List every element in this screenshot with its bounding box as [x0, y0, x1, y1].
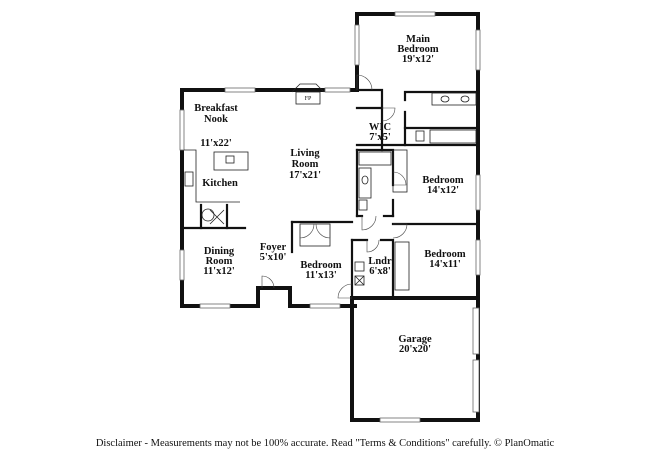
window	[179, 109, 185, 151]
window	[475, 29, 481, 71]
window	[179, 249, 185, 281]
living-room-dims: 17'x21'	[289, 170, 321, 181]
dining-room-label: Dining	[204, 246, 235, 257]
laundry-dims: 6'x8'	[369, 266, 391, 277]
closet	[394, 241, 410, 291]
window	[199, 303, 231, 309]
foyer-label: Foyer	[260, 242, 287, 253]
closet	[299, 223, 331, 247]
foyer-dims: 5'x10'	[260, 252, 287, 263]
vanity	[431, 92, 477, 106]
breakfast-nook-label: Breakfast	[194, 103, 238, 114]
window	[394, 11, 436, 17]
garage-door	[472, 359, 480, 413]
window	[475, 239, 481, 276]
room-labels: Main Bedroom 19'x12' Breakfast Nook 11'x…	[194, 34, 466, 355]
interior-walls	[180, 88, 480, 300]
window	[475, 174, 481, 211]
fireplace: FP	[291, 83, 325, 105]
windows	[179, 11, 481, 423]
wic-dims: 7'x5'	[369, 132, 391, 143]
living-room-label: Room	[292, 159, 319, 170]
garage-dims: 20'x20'	[399, 344, 431, 355]
tub	[358, 151, 392, 166]
dining-room-dims: 11'x12'	[203, 266, 235, 277]
sink	[440, 95, 450, 103]
bedroom-southeast-label: Bedroom	[424, 249, 465, 260]
living-room-label: Living	[290, 148, 320, 159]
garage-door	[472, 307, 480, 355]
kitchen-label: Kitchen	[202, 178, 238, 189]
kitchen-island	[213, 151, 249, 171]
fireplace-label: FP	[305, 96, 312, 102]
kitchen-counter	[184, 149, 240, 203]
washer	[354, 261, 365, 272]
window	[309, 303, 341, 309]
bedroom-south-label: Bedroom	[300, 260, 341, 271]
closet	[392, 149, 408, 193]
bedroom-east-label: Bedroom	[422, 175, 463, 186]
main-bedroom-label: Bedroom	[397, 44, 438, 55]
breakfast-nook-label: Nook	[204, 114, 228, 125]
window	[224, 87, 256, 93]
door-swings	[261, 74, 408, 299]
disclaimer-text: Disclaimer - Measurements may not be 100…	[95, 438, 555, 449]
tub	[429, 129, 477, 144]
vanity	[358, 167, 372, 199]
sink	[225, 155, 235, 164]
dryer	[354, 275, 365, 286]
laundry-label: Lndr	[368, 256, 392, 267]
window	[379, 417, 421, 423]
sink	[460, 95, 470, 103]
stove	[184, 171, 194, 187]
toilet	[415, 130, 425, 142]
window	[354, 24, 360, 66]
main-bedroom-label: Main	[406, 34, 430, 45]
bedroom-south-dims: 11'x13'	[305, 270, 337, 281]
fixtures	[184, 92, 477, 291]
bedroom-southeast-dims: 14'x11'	[429, 259, 461, 270]
dining-room-label: Room	[206, 256, 233, 267]
wic-label: WIC	[369, 122, 391, 133]
sink	[361, 175, 369, 185]
bedroom-east-dims: 14'x12'	[427, 185, 459, 196]
toilet	[358, 199, 368, 211]
breakfast-nook-dims: 11'x22'	[200, 138, 232, 149]
window	[324, 87, 351, 93]
main-bedroom-dims: 19'x12'	[402, 54, 434, 65]
garage-label: Garage	[398, 334, 432, 345]
